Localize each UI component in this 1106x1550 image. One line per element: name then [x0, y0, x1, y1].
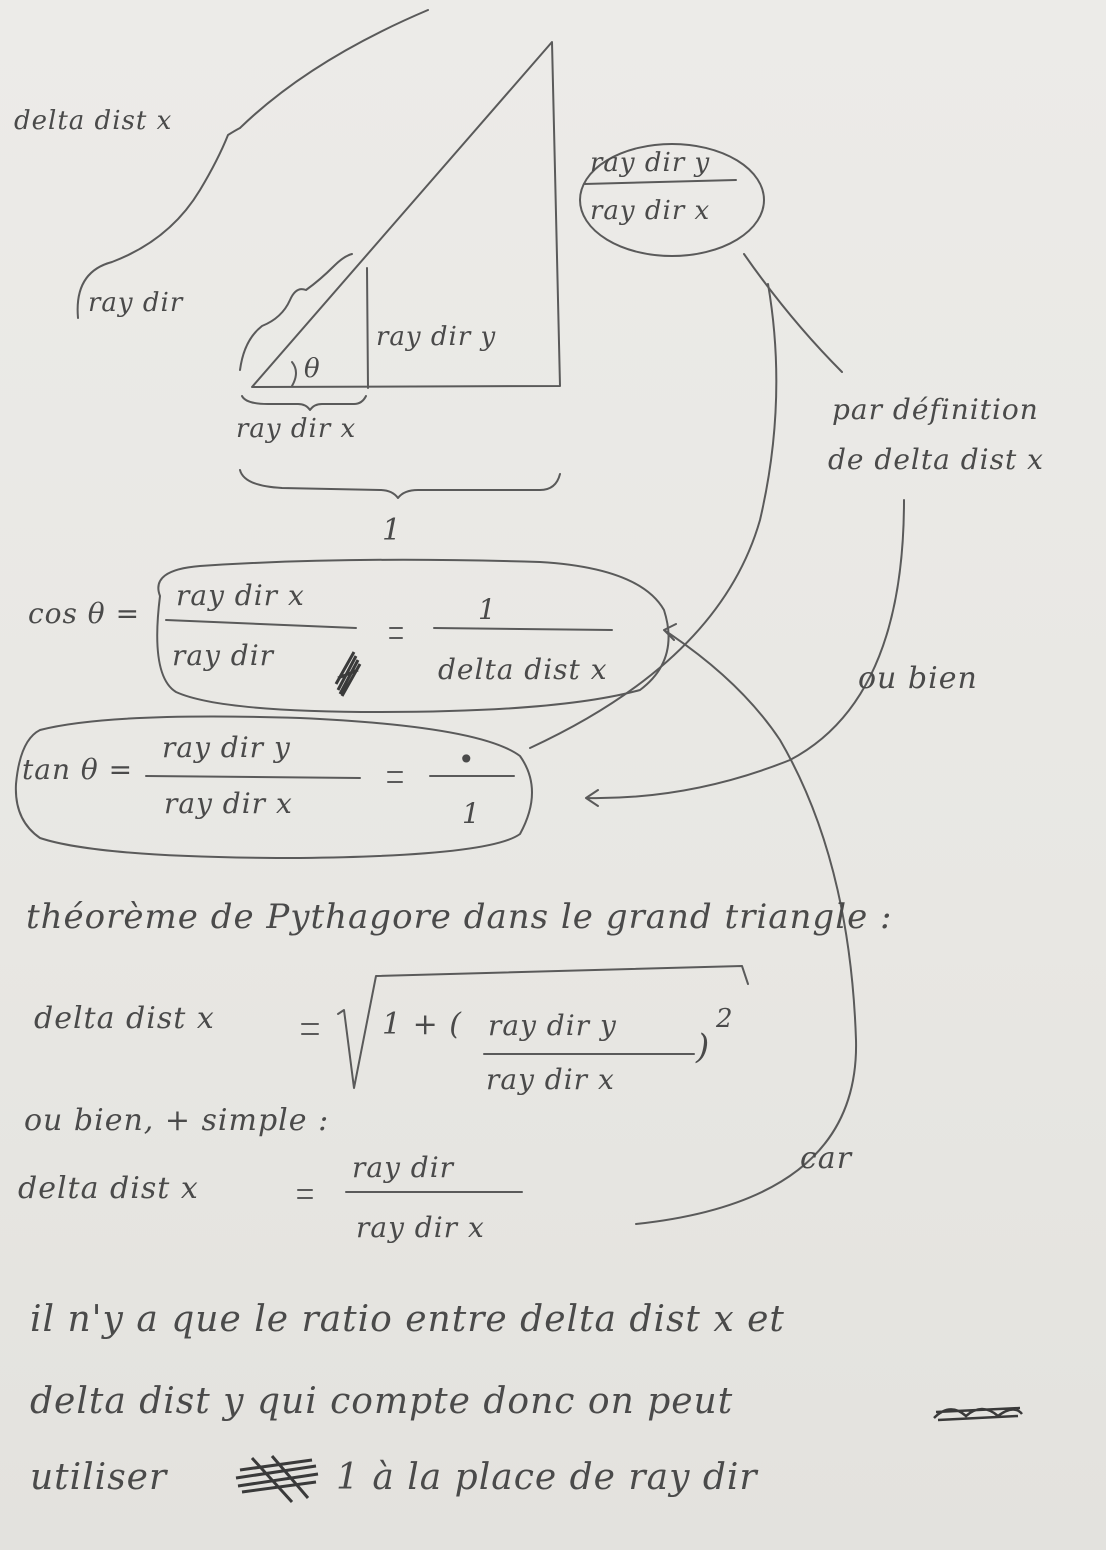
pythagoras-radicand-prefix: 1 + ( — [382, 1007, 462, 1042]
theta-label: θ — [304, 354, 321, 384]
cos-equation-circle — [156, 558, 670, 713]
simpler-intro: ou bien, + simple : — [24, 1103, 330, 1138]
pythagoras-lhs: delta dist x — [34, 1001, 215, 1036]
delta-dist-x-label: delta dist x — [14, 106, 173, 136]
simpler-equals — [297, 1189, 313, 1199]
unit-label: 1 — [382, 513, 403, 548]
cos-rhs-denominator: delta dist x — [438, 653, 608, 686]
ratio-circle — [579, 143, 765, 257]
ratio-bar — [583, 179, 737, 185]
ratio-numerator: ray dir y — [590, 148, 711, 178]
pythagoras-heading: théorème de Pythagore dans le grand tria… — [26, 897, 893, 937]
small-triangle-height — [366, 267, 369, 389]
conclusion-line1: il n'y a que le ratio entre delta dist x… — [30, 1299, 785, 1340]
brace-ray-dir-x — [241, 395, 367, 411]
pythagoras-fraction-numerator: ray dir y — [488, 1009, 617, 1042]
theta-arc — [291, 361, 297, 387]
cos-equals — [389, 627, 403, 639]
pythagoras-fraction-denominator: ray dir x — [486, 1063, 615, 1096]
brace-delta-dist-x — [76, 9, 429, 319]
arrow-car-to-cos — [635, 623, 858, 1225]
cos-lhs: cos θ = — [28, 597, 141, 630]
pythagoras-exponent: 2 — [716, 1004, 734, 1034]
scribbled-out-word — [933, 1406, 1023, 1422]
simpler-numerator: ray dir — [352, 1151, 455, 1184]
or-note: ou bien — [858, 661, 978, 696]
scribbled-out-mark — [334, 651, 362, 697]
cos-denominator: ray dir — [172, 639, 275, 672]
tan-rhs-denominator: 1 — [462, 797, 481, 830]
pythagoras-closing-paren: ) — [696, 1027, 711, 1067]
ray-dir-label: ray dir — [88, 288, 184, 318]
conclusion-line3-start: utiliser — [30, 1457, 168, 1498]
pointer-to-definition — [743, 253, 843, 373]
conclusion-line2: delta dist y qui compte donc on peut — [30, 1381, 734, 1422]
tan-lhs: tan θ = — [22, 753, 134, 786]
simpler-lhs: delta dist x — [18, 1171, 199, 1206]
tan-fraction-bar-1 — [145, 775, 361, 779]
ray-dir-x-label: ray dir x — [236, 414, 357, 444]
square-root-sign — [337, 965, 749, 1089]
brace-ray-dir — [239, 253, 353, 371]
cos-fraction-bar-1 — [165, 619, 357, 629]
cos-fraction-bar-2 — [433, 627, 613, 631]
brace-unit — [239, 469, 561, 499]
arrow-ou-bien-to-tan — [585, 499, 905, 807]
conclusion-line3-end: 1 à la place de ray dir — [336, 1457, 758, 1498]
ratio-denominator: ray dir x — [590, 196, 711, 226]
pythagoras-equals — [301, 1023, 319, 1035]
cos-rhs-numerator: 1 — [478, 593, 497, 626]
tan-equation-circle — [14, 715, 533, 859]
ray-dir-y-label: ray dir y — [376, 322, 497, 352]
cos-numerator: ray dir x — [176, 579, 305, 612]
tan-equals — [387, 771, 403, 783]
definition-note-line2: de delta dist x — [828, 443, 1044, 476]
scribbled-out-word-2 — [235, 1455, 319, 1504]
definition-note-line1: par définition — [832, 393, 1039, 426]
tan-rhs-numerator: • — [458, 743, 476, 776]
because-note: car — [800, 1141, 853, 1176]
simpler-denominator: ray dir x — [356, 1211, 485, 1244]
tan-numerator: ray dir y — [162, 731, 291, 764]
tan-denominator: ray dir x — [164, 787, 293, 820]
large-triangle — [251, 41, 561, 388]
